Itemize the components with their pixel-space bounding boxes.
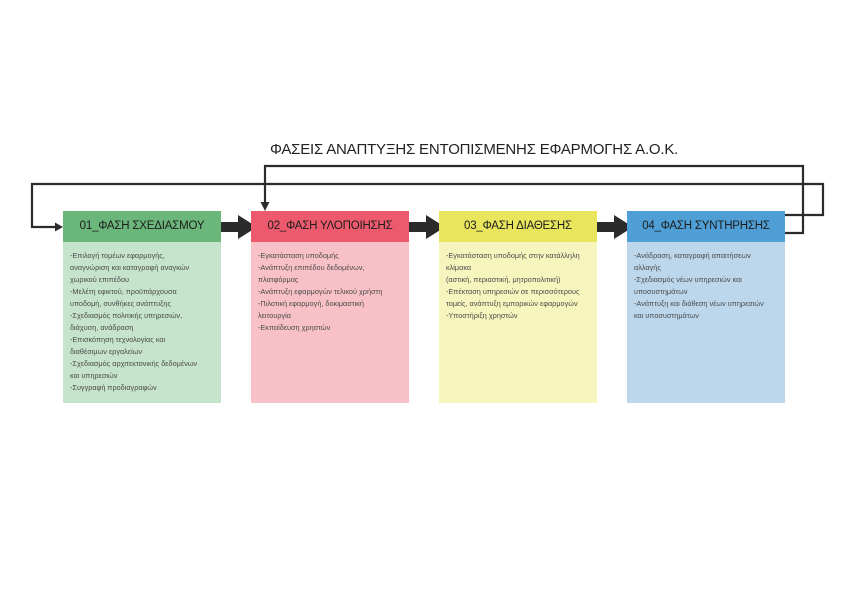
phase-item: -Εγκατάσταση υποδομής στην κατάλληλη κλί… xyxy=(446,251,580,284)
phase-item: -Σχεδιασμός αρχιτεκτονικής δεδομένων και… xyxy=(70,359,198,380)
phase-card-design: 01_ΦΑΣΗ ΣΧΕΔΙΑΣΜΟΥ -Επιλογή τομέων εφαρμ… xyxy=(63,211,221,403)
phase-header: 03_ΦΑΣΗ ΔΙΑΘΕΣΗΣ xyxy=(439,211,597,242)
feedback-arrowhead-phase-2 xyxy=(260,202,270,211)
phase-item: -Εγκατάσταση υποδομής xyxy=(258,251,339,260)
phase-item: -Υποστήριξη χρηστών xyxy=(446,311,518,320)
phase-item: -Ανάπτυξη και διάθεση νέων υπηρεσιών και… xyxy=(634,299,764,320)
phase-card-deployment: 03_ΦΑΣΗ ΔΙΑΘΕΣΗΣ -Εγκατάσταση υποδομής σ… xyxy=(439,211,597,403)
phase-item: -Μελέτη εφικτού, προϋπάρχουσα υποδομή, σ… xyxy=(70,287,177,308)
phase-item: -Επέκταση υπηρεσιών σε περισσότερους τομ… xyxy=(446,287,580,308)
phase-item: -Ανάδραση, καταγραφή απαιτήσεων αλλαγής xyxy=(634,251,751,272)
phase-header: 01_ΦΑΣΗ ΣΧΕΔΙΑΣΜΟΥ xyxy=(63,211,221,242)
phase-item: -Εκπαίδευση χρηστών xyxy=(258,323,331,332)
phase-body: -Εγκατάσταση υποδομής στην κατάλληλη κλί… xyxy=(439,242,597,403)
phase-item: -Συγγραφή προδιαγραφών xyxy=(70,383,157,392)
phase-item: -Σχεδιασμός νέων υπηρεσιών και υποσυστημ… xyxy=(634,275,742,296)
phase-item: -Επισκόπηση τεχνολογίας και διαθέσιμων ε… xyxy=(70,335,166,356)
diagram-title: ΦΑΣΕΙΣ ΑΝΑΠΤΥΞΗΣ ΕΝΤΟΠΙΣΜΕΝΗΣ ΕΦΑΡΜΟΓΗΣ … xyxy=(270,141,679,158)
phase-item: -Ανάπτυξη επιπέδου δεδομένων, πλατφόρμας xyxy=(258,263,365,284)
phase-header: 04_ΦΑΣΗ ΣΥΝΤΗΡΗΣΗΣ xyxy=(627,211,785,242)
phase-body: -Επιλογή τομέων εφαρμογής, αναγνώριση κα… xyxy=(63,242,221,403)
phase-item: -Ανάπτυξη εφαρμογών τελικού χρήστη xyxy=(258,287,383,296)
phase-card-maintenance: 04_ΦΑΣΗ ΣΥΝΤΗΡΗΣΗΣ -Ανάδραση, καταγραφή … xyxy=(627,211,785,403)
phase-body: -Ανάδραση, καταγραφή απαιτήσεων αλλαγής … xyxy=(627,242,785,403)
phase-header: 02_ΦΑΣΗ ΥΛΟΠΟΙΗΣΗΣ xyxy=(251,211,409,242)
phase-item: -Επιλογή τομέων εφαρμογής, αναγνώριση κα… xyxy=(70,251,190,284)
phase-item: -Σχεδιασμός πολιτικής υπηρεσιών, διάχυση… xyxy=(70,311,183,332)
feedback-arrowhead-phase-1 xyxy=(55,222,63,232)
phase-body: -Εγκατάσταση υποδομής -Ανάπτυξη επιπέδου… xyxy=(251,242,409,403)
phase-card-implementation: 02_ΦΑΣΗ ΥΛΟΠΟΙΗΣΗΣ -Εγκατάσταση υποδομής… xyxy=(251,211,409,403)
phase-item: -Πιλοτική εφαρμογή, δοκιμαστική λειτουργ… xyxy=(258,299,364,320)
